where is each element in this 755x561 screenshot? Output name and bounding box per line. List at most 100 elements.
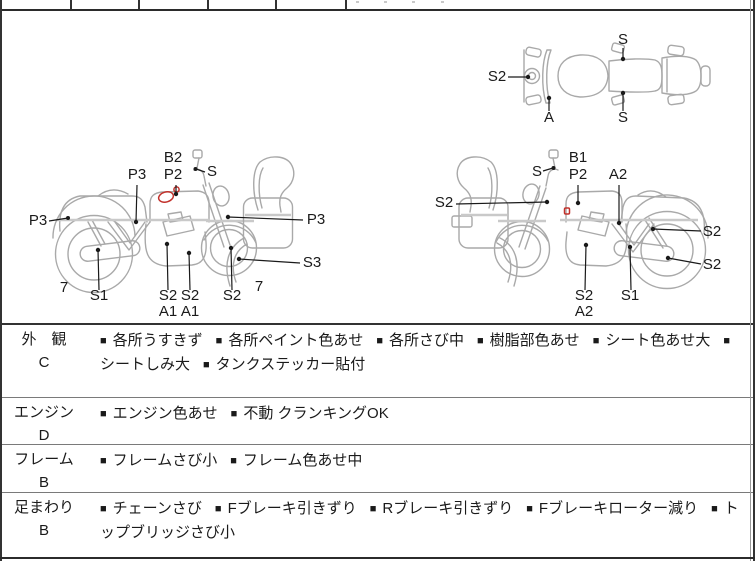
part-code-label: S xyxy=(618,31,628,48)
cropped-text-remnant xyxy=(356,1,359,3)
part-code-label: S1 xyxy=(621,287,639,304)
motorcycle-rear-view-right xyxy=(451,156,518,287)
part-code-label: S2 xyxy=(488,68,506,85)
part-code-label: P3 xyxy=(29,212,47,229)
bullet-icon: ■ xyxy=(100,503,107,515)
part-code-label: A1 xyxy=(181,303,199,320)
condition-item: シートしみ大 xyxy=(100,355,191,373)
bullet-icon: ■ xyxy=(100,408,107,420)
cropped-text-remnant xyxy=(441,1,444,3)
table-cell-divider xyxy=(207,0,209,9)
bullet-icon: ■ xyxy=(592,335,600,347)
sheet-border xyxy=(753,0,755,561)
condition-items: ■ エンジン色あせ ■ 不動 クランキングOK xyxy=(88,398,755,444)
damage-mark-tank-square xyxy=(563,207,571,215)
bullet-icon: ■ xyxy=(100,455,107,467)
grade-label: D xyxy=(38,427,50,444)
condition-item: シート色あせ大 xyxy=(605,332,711,349)
part-code-label: 7 xyxy=(60,279,68,296)
condition-diagram: B2 P2 S P3 P3 P3 S3 7 S1 S2 S2 A1 A1 S2 … xyxy=(29,31,721,320)
sheet-border xyxy=(750,0,751,561)
bullet-icon: ■ xyxy=(203,358,210,371)
seat-band-right xyxy=(498,218,698,223)
category-cell: 足まわり B xyxy=(0,493,88,557)
table-cell-divider xyxy=(275,0,277,9)
condition-item: 各所ペイント色あせ xyxy=(228,332,364,349)
motorcycle-top-view xyxy=(523,42,711,106)
part-code-label: P2 xyxy=(569,166,587,183)
inspection-row: 足まわり B ■チェーンさび■Fブレーキ引きずり■Rブレーキ引きずり■Fブレーキ… xyxy=(0,492,755,557)
condition-items: ■チェーンさび■Fブレーキ引きずり■Rブレーキ引きずり■Fブレーキローター減り■… xyxy=(88,493,755,557)
table-cell-divider xyxy=(345,0,347,9)
part-code-label: S2 xyxy=(181,287,199,304)
condition-item: Fブレーキ引きずり xyxy=(227,500,357,517)
leader-lines xyxy=(48,48,702,291)
part-code-label: B2 xyxy=(164,149,182,166)
grade-label: B xyxy=(38,522,49,539)
bullet-icon: ■ xyxy=(477,335,484,347)
bullet-icon: ■ xyxy=(376,335,383,347)
diagram-labels: B2 P2 S P3 P3 P3 S3 7 S1 S2 S2 A1 A1 S2 … xyxy=(29,31,721,320)
part-code-label: P3 xyxy=(128,166,146,183)
bullet-icon: ■ xyxy=(214,503,222,515)
category-cell: フレーム B xyxy=(0,445,88,492)
part-code-label: S2 xyxy=(159,287,177,304)
inspection-row: フレーム B ■ フレームさび小 ■ フレーム色あせ中 xyxy=(0,444,755,492)
sheet-border xyxy=(0,0,2,561)
part-code-label: S2 xyxy=(575,287,593,304)
category-label: フレーム xyxy=(14,451,74,468)
category-cell: エンジン D xyxy=(0,398,88,444)
part-code-label: S2 xyxy=(703,223,721,240)
condition-item: トップブリッジさび小 xyxy=(100,500,739,541)
condition-items: ■各所うすきず■各所ペイント色あせ■各所さび中■樹脂部色あせ■シート色あせ大■シ… xyxy=(88,325,755,397)
motorcycle-right-side-view xyxy=(493,149,709,290)
bullet-icon: ■ xyxy=(369,503,377,515)
category-cell: 外 観 C xyxy=(0,325,88,397)
part-code-label: S xyxy=(532,163,542,180)
condition-item: チェーンさび xyxy=(112,500,202,517)
grade-label: B xyxy=(38,474,49,491)
bullet-icon: ■ xyxy=(215,335,223,347)
bullet-icon: ■ xyxy=(723,335,731,347)
category-label: 足まわり xyxy=(13,499,74,516)
part-code-label: 7 xyxy=(255,278,263,295)
part-code-label: A2 xyxy=(575,303,593,320)
seat-band-left xyxy=(57,218,254,223)
part-code-label: B1 xyxy=(569,149,587,166)
condition-item: 樹脂部色あせ xyxy=(489,332,580,349)
table-border xyxy=(0,9,755,12)
leader-dots xyxy=(66,56,671,262)
damage-mark-tank-oval xyxy=(157,191,175,203)
part-code-label: S3 xyxy=(303,254,321,271)
part-code-label: S2 xyxy=(435,194,453,211)
table-cell-divider xyxy=(70,0,72,9)
category-label: エンジン xyxy=(13,404,74,421)
bullet-icon: ■ xyxy=(230,455,237,467)
bullet-icon: ■ xyxy=(711,503,718,515)
bullet-icon: ■ xyxy=(230,408,238,420)
condition-item: エンジン色あせ xyxy=(112,405,218,422)
bullet-icon: ■ xyxy=(100,335,107,347)
condition-items: ■ フレームさび小 ■ フレーム色あせ中 xyxy=(88,445,755,492)
part-code-label: A xyxy=(544,109,554,126)
category-label: 外 観 xyxy=(21,331,67,348)
inspection-row: エンジン D ■ エンジン色あせ ■ 不動 クランキングOK xyxy=(0,397,755,444)
condition-item: 不動 クランキングOK xyxy=(243,405,389,422)
sheet-border xyxy=(0,557,755,559)
part-code-label: P2 xyxy=(164,166,182,183)
part-code-label: S xyxy=(618,109,628,126)
condition-item: フレームさび小 xyxy=(112,452,218,469)
grade-label: C xyxy=(38,354,50,371)
condition-item: 各所うすきず xyxy=(112,332,203,349)
condition-item: Fブレーキローター減り xyxy=(538,500,699,517)
condition-item: タンクステッカー貼付 xyxy=(215,355,366,373)
condition-item: フレーム色あせ中 xyxy=(242,452,363,469)
part-code-label: A1 xyxy=(159,303,177,320)
motorcycle-rear-view-left xyxy=(226,156,295,287)
part-code-label: S xyxy=(207,163,217,180)
part-code-label: S2 xyxy=(703,256,721,273)
cropped-text-remnant xyxy=(384,1,387,3)
table-cell-divider xyxy=(138,0,140,9)
cropped-text-remnant xyxy=(412,1,415,3)
